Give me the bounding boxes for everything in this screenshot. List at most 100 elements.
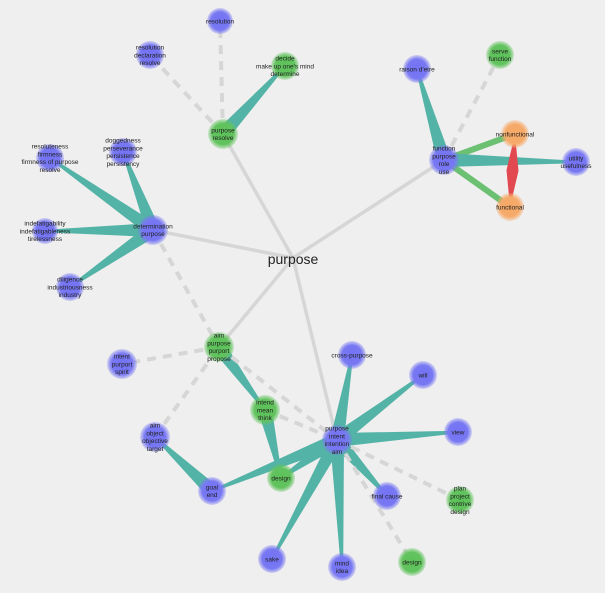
noun-node-circle[interactable] (373, 482, 401, 510)
noun-node-circle[interactable] (32, 218, 58, 244)
noun-node-circle[interactable] (258, 545, 286, 573)
node-label: design (271, 475, 291, 482)
node-label: goal (206, 484, 219, 491)
node-label: use (439, 169, 450, 176)
verb-node-circle[interactable] (398, 548, 426, 576)
noun-node-circle[interactable] (409, 361, 437, 389)
adjective-node-circle[interactable] (496, 193, 524, 221)
node-doggedness[interactable]: doggednessperseverancepersistencepersist… (103, 138, 143, 168)
node-label: make up one's mind (256, 63, 314, 70)
node-label: persistence (106, 153, 140, 160)
link-determination-indefatigability (44, 223, 154, 237)
verb-node-circle[interactable] (271, 52, 299, 80)
node-label: resolution (136, 45, 165, 52)
node-label: functional (496, 204, 524, 211)
verb-node-circle[interactable] (250, 395, 280, 425)
node-indefatigability[interactable]: indefatigabilityindefatigablenesstireles… (20, 218, 71, 244)
noun-node-circle[interactable] (562, 148, 590, 176)
noun-node-circle[interactable] (56, 273, 84, 301)
node-label: design (402, 559, 422, 566)
node-label: role (439, 161, 450, 168)
noun-node-circle[interactable] (36, 144, 64, 172)
node-label: purport (209, 348, 230, 355)
node-cross-purpose[interactable]: cross-purpose (331, 341, 373, 369)
node-label: utility (569, 155, 585, 162)
noun-node-circle[interactable] (140, 422, 170, 452)
noun-node-circle[interactable] (107, 349, 137, 379)
node-label: final cause (371, 493, 402, 500)
node-design-bottom[interactable]: design (398, 548, 426, 576)
node-label: aim (214, 333, 224, 340)
noun-node-circle[interactable] (322, 425, 352, 455)
noun-node-circle[interactable] (328, 553, 356, 581)
link-purpose-intent-goal (211, 433, 340, 493)
node-label: industry (59, 292, 83, 299)
noun-node-circle[interactable] (338, 341, 366, 369)
node-view[interactable]: view (444, 418, 472, 446)
node-label: sake (265, 556, 279, 563)
noun-node-circle[interactable] (198, 477, 226, 505)
link-function-raison (415, 68, 451, 162)
node-label: resolve (140, 60, 161, 67)
link-aim-object-aim-verb (153, 345, 221, 439)
node-label: industriousness (47, 284, 93, 291)
node-label: determine (271, 71, 300, 78)
verb-node-circle[interactable] (267, 464, 295, 492)
noun-node-circle[interactable] (136, 41, 164, 69)
verb-node-circle[interactable] (208, 119, 238, 149)
link-purpose-intent-cross-purpose (330, 354, 354, 442)
node-label: think (258, 415, 272, 422)
link-purpose-intent-will (332, 374, 424, 446)
noun-node-circle[interactable] (429, 145, 459, 175)
verb-node-circle[interactable] (486, 41, 514, 69)
node-raison[interactable]: raison d'etre (399, 55, 435, 83)
node-resolution[interactable]: resolution (206, 8, 235, 34)
noun-node-circle[interactable] (403, 55, 431, 83)
node-design-verb[interactable]: design (267, 464, 295, 492)
node-final-cause[interactable]: final cause (371, 482, 403, 510)
noun-node-circle[interactable] (444, 418, 472, 446)
node-sake[interactable]: sake (258, 545, 286, 573)
node-label: purport (112, 361, 133, 368)
node-functional[interactable]: functional (496, 193, 524, 221)
node-label: objective (142, 438, 168, 445)
link-purpose-intent-sake (270, 436, 344, 560)
node-label: idea (336, 568, 349, 575)
node-label: serve (492, 48, 508, 55)
node-label: firmness (38, 151, 63, 158)
node-nonfunctional[interactable]: nonfunctional (496, 120, 535, 148)
link-determination-diligence (69, 224, 157, 288)
verb-node-circle[interactable] (446, 486, 474, 514)
noun-node-circle[interactable] (138, 215, 168, 245)
link-center-purpose-resolve (221, 133, 295, 259)
node-label: purpose (325, 426, 349, 433)
adjective-node-circle[interactable] (501, 120, 529, 148)
noun-node-circle[interactable] (109, 138, 137, 166)
node-will[interactable]: will (409, 361, 437, 389)
noun-node-circle[interactable] (207, 8, 233, 34)
node-label: purpose (141, 231, 165, 238)
verb-node-circle[interactable] (204, 332, 234, 362)
link-center-function (292, 158, 445, 260)
center-word[interactable]: purpose (268, 251, 319, 267)
link-nonfunctional-functional (506, 134, 519, 207)
node-label: purpose (207, 340, 231, 347)
